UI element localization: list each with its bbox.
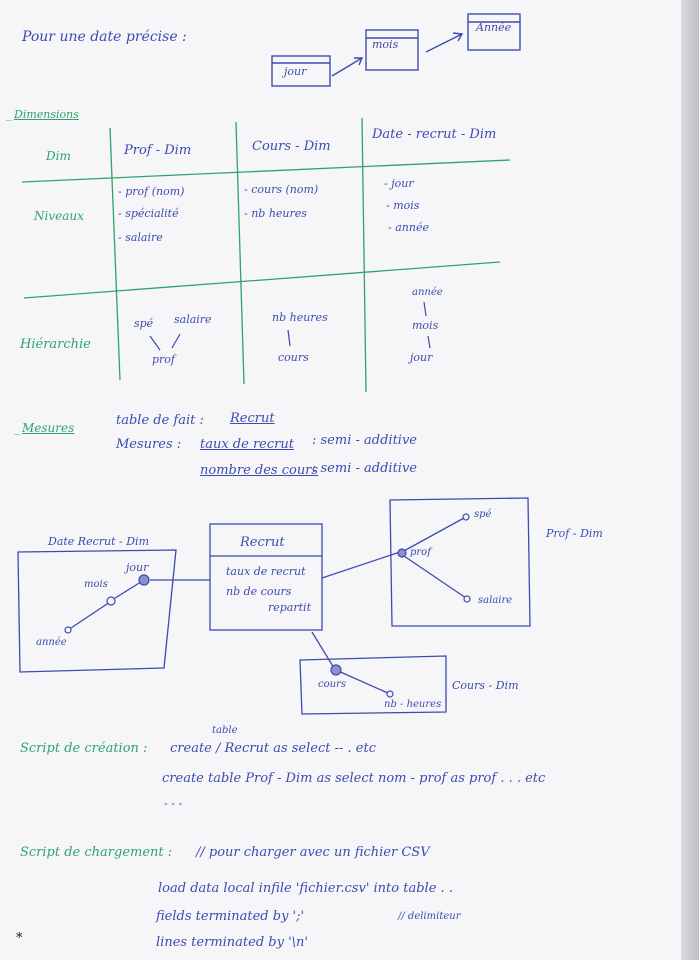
- cours-node-nbheures: nb - heures: [384, 699, 442, 710]
- arrow-mois-annee: [425, 32, 464, 53]
- schema-lines: [17, 497, 531, 715]
- cours-node-cours: cours: [318, 679, 346, 690]
- dimensions-table-lines: [21, 117, 511, 393]
- mesures-prefix: _: [14, 421, 20, 435]
- script-creation-label: Script de création :: [20, 741, 148, 756]
- spe-node: [462, 513, 470, 521]
- fact-line-2: nb de cours: [226, 585, 292, 598]
- hier-date-mois: mois: [412, 319, 439, 332]
- col-header-cours: Cours - Dim: [252, 139, 331, 154]
- date-node-jour: jour: [126, 561, 149, 574]
- script-creation-superscript: table: [212, 725, 238, 736]
- script-creation-line-2: create table Prof - Dim as select nom - …: [162, 771, 546, 786]
- niveau-date-1: - jour: [384, 177, 414, 190]
- hier-cours-cours: cours: [278, 351, 309, 364]
- prof-node-salaire: salaire: [478, 595, 513, 606]
- niveau-prof-1: - prof (nom): [118, 185, 185, 198]
- date-dim-box: [17, 549, 177, 673]
- measure-1-name: taux de recrut: [200, 437, 294, 452]
- page-right-shadow: [681, 0, 699, 960]
- annee-node: [64, 626, 72, 634]
- hierarchie-label: Hiérarchie: [20, 337, 91, 352]
- niveau-cours-1: - cours (nom): [244, 183, 319, 196]
- annee-box-label: Année: [476, 21, 512, 34]
- mois-node: [106, 596, 116, 606]
- salaire-node: [463, 595, 471, 603]
- script-creation-line-1: create / Recrut as select -- . etc: [170, 741, 376, 756]
- arrow-jour-mois: [331, 57, 364, 77]
- table-de-fait-label: table de fait :: [116, 413, 204, 428]
- hier-prof-prof: prof: [152, 353, 175, 366]
- script-chargement-line-2-comment: // delimiteur: [398, 911, 461, 922]
- prof-dim-box: [389, 497, 531, 627]
- nb-heures-node: [386, 690, 394, 698]
- annee-box: [467, 13, 521, 51]
- margin-mark: *: [16, 931, 23, 946]
- cours-dim-box: [299, 655, 447, 715]
- table-corner-label: Dim: [46, 149, 71, 163]
- fact-table-name: Recrut: [230, 411, 275, 426]
- date-node-annee: année: [36, 637, 67, 648]
- prof-node-spe: spé: [474, 509, 492, 520]
- jour-box: [271, 55, 331, 87]
- script-creation-line-3: - - -: [164, 797, 183, 810]
- hier-prof-spe: spé: [134, 317, 154, 330]
- measure-2-kind: : semi - additive: [312, 461, 417, 476]
- hier-date-annee: année: [412, 287, 443, 298]
- schema-nodes: [64, 513, 471, 698]
- date-node-mois: mois: [84, 579, 108, 590]
- prof-node: [397, 548, 407, 558]
- fact-line-3: repartit: [268, 601, 311, 614]
- hierarchy-lines: [149, 301, 431, 351]
- col-header-date: Date - recrut - Dim: [372, 127, 497, 142]
- niveau-prof-2: - spécialité: [118, 207, 179, 220]
- hier-prof-salaire: salaire: [174, 313, 212, 326]
- hier-date-jour: jour: [410, 351, 433, 364]
- jour-box-label: jour: [284, 65, 307, 78]
- cours-dim-title: Cours - Dim: [452, 679, 519, 692]
- measure-2-name: nombre des cours: [200, 463, 319, 478]
- hier-cours-nbheures: nb heures: [272, 311, 328, 324]
- dimensions-prefix: _: [6, 108, 12, 121]
- script-chargement-label: Script de chargement :: [20, 845, 173, 860]
- measure-1-kind: : semi - additive: [312, 433, 417, 448]
- script-chargement-line-1: load data local infile 'fichier.csv' int…: [158, 881, 453, 896]
- fact-line-1: taux de recrut: [226, 565, 306, 578]
- mesures-heading: Mesures: [22, 421, 75, 435]
- niveau-date-2: - mois: [386, 199, 420, 212]
- niveau-prof-3: - salaire: [118, 231, 163, 244]
- mois-box: [365, 29, 419, 71]
- jour-node: [138, 574, 150, 586]
- intro-text: Pour une date précise :: [22, 29, 187, 45]
- cours-node: [330, 664, 342, 676]
- col-header-prof: Prof - Dim: [124, 143, 192, 158]
- date-dim-title: Date Recrut - Dim: [48, 535, 149, 548]
- niveau-date-3: - année: [388, 221, 429, 234]
- mesures-label: Mesures :: [116, 437, 182, 452]
- fact-box: [209, 523, 323, 631]
- dimensions-heading: Dimensions: [14, 108, 79, 121]
- prof-node-prof: prof: [410, 547, 431, 558]
- fact-box-title: Recrut: [240, 535, 285, 550]
- niveaux-label: Niveaux: [34, 209, 84, 223]
- niveau-cours-2: - nb heures: [244, 207, 307, 220]
- script-chargement-comment: // pour charger avec un fichier CSV: [196, 845, 430, 860]
- prof-dim-title: Prof - Dim: [546, 527, 603, 540]
- mois-box-label: mois: [372, 38, 399, 51]
- script-chargement-line-3: lines terminated by '\n': [156, 935, 308, 950]
- script-chargement-line-2: fields terminated by ';': [156, 909, 305, 924]
